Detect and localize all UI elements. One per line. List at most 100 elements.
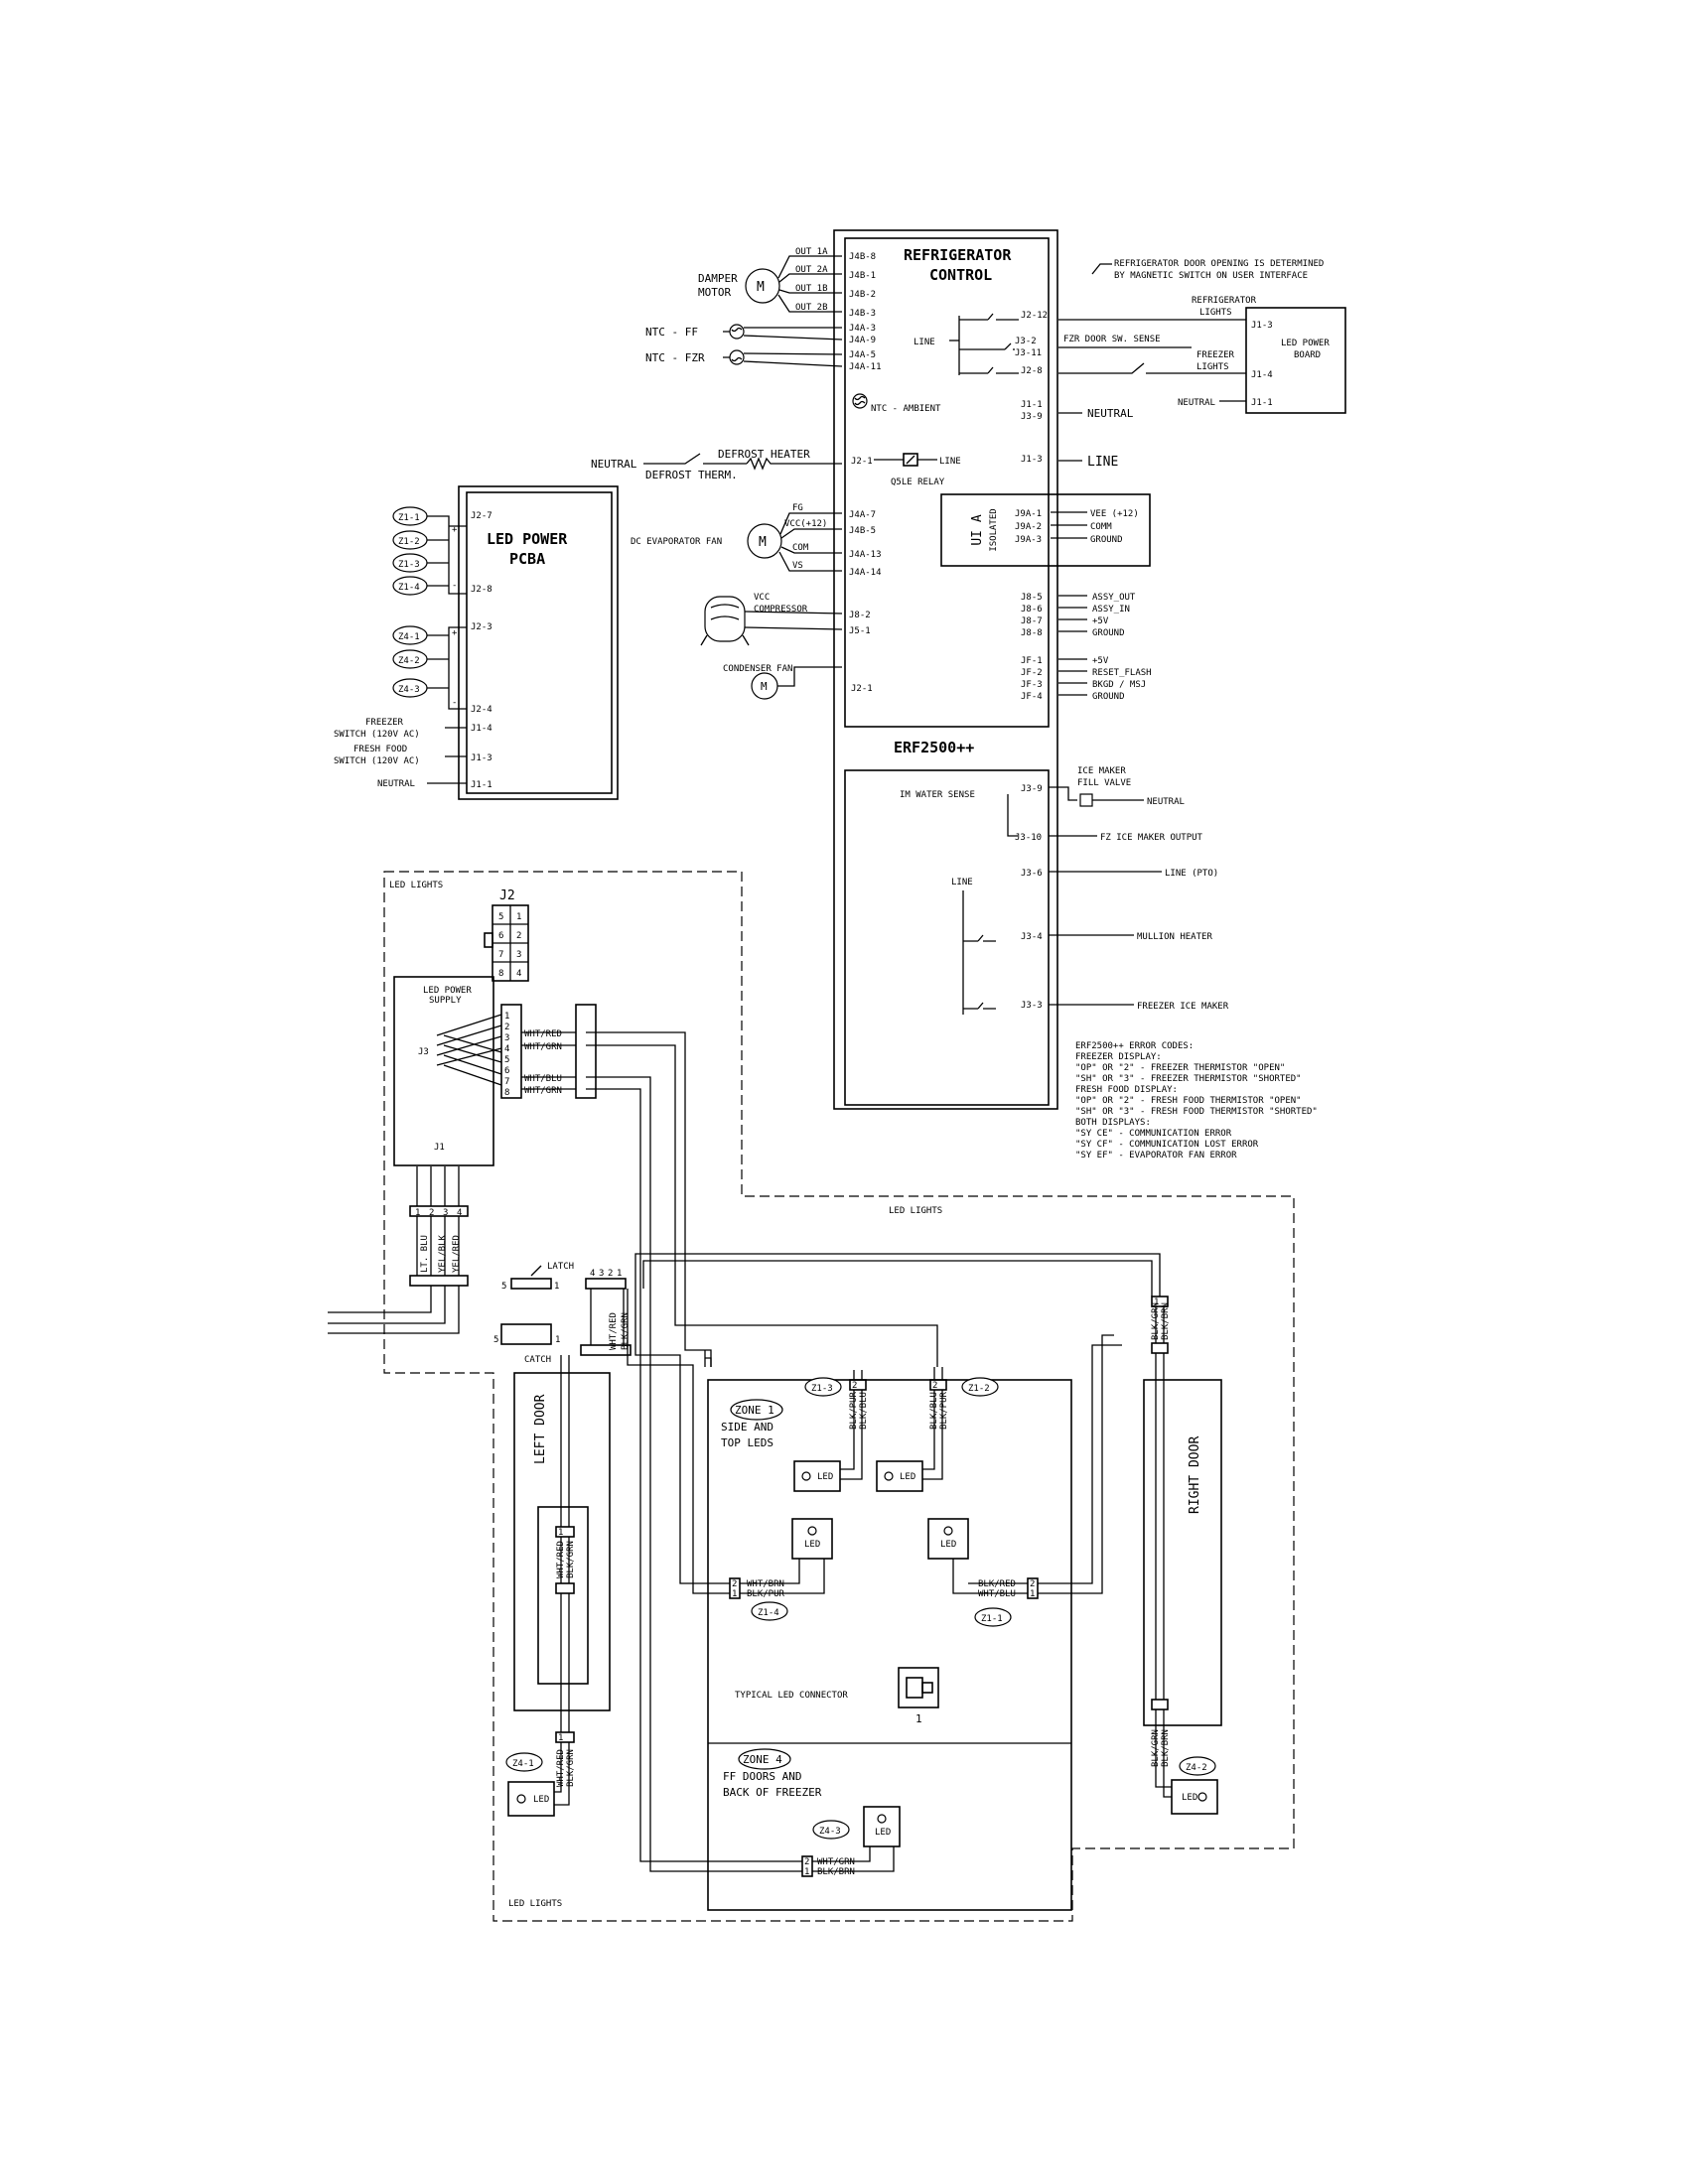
pcba-z4-3: Z4-3 <box>398 685 420 695</box>
latch-label: LATCH <box>547 1262 574 1272</box>
condenser-fan-m: M <box>761 680 768 693</box>
z1-1-led-text: LED <box>940 1540 956 1550</box>
error-line-4: "SH" OR "3" - FREEZER THERMISTOR "SHORTE… <box>1075 1074 1302 1084</box>
defrost-heater-label: DEFROST HEATER <box>718 448 810 461</box>
fz-ice-output: FZ ICE MAKER OUTPUT <box>1100 833 1203 843</box>
led-lights-label-2: LED LIGHTS <box>889 1206 942 1216</box>
pcba-minus-2: - <box>452 698 457 708</box>
ntc-ambient-label: NTC - AMBIENT <box>871 404 941 414</box>
ice-maker-board <box>844 769 1050 1106</box>
error-line-11: "SY EF" - EVAPORATOR FAN ERROR <box>1075 1151 1237 1160</box>
j1-n4: 4 <box>457 1208 462 1218</box>
z41-wire-2: BLK/GRN <box>566 1749 576 1787</box>
pin-j4a-11: J4A-11 <box>849 362 882 372</box>
pcba-minus-1: - <box>452 581 457 591</box>
ff-compartment <box>707 1379 1072 1911</box>
j2-label: J2 <box>499 888 515 903</box>
ff-switch-1: FRESH FOOD <box>353 745 407 754</box>
pin-j1-3: J1-3 <box>1021 455 1043 465</box>
z1-1-wire-1: BLK/RED <box>978 1579 1016 1589</box>
pin-j8-2: J8-2 <box>849 611 871 620</box>
z1-4-led <box>791 1518 833 1560</box>
z4-1-led <box>507 1781 555 1817</box>
error-line-3: "OP" OR "2" - FREEZER THERMISTOR "OPEN" <box>1075 1063 1285 1073</box>
fzr-lights-1: FREEZER <box>1196 350 1235 360</box>
j8-sig-5v: +5V <box>1092 616 1109 626</box>
z1-1-wire-2: WHT/BLU <box>978 1589 1016 1599</box>
latch-wire-blkgrn: BLK/GRN <box>621 1312 631 1350</box>
error-line-5: FRESH FOOD DISPLAY: <box>1075 1085 1178 1095</box>
ntc-ff-label: NTC - FF <box>645 326 698 339</box>
im-water-sense: IM WATER SENSE <box>900 790 975 800</box>
pcba-j2-3: J2-3 <box>471 622 492 632</box>
j2-pin-1: 1 <box>516 912 521 922</box>
j3-n8: 8 <box>504 1088 509 1098</box>
pcba-z1-2-tag <box>392 530 428 550</box>
jf-2: JF-2 <box>1021 668 1043 678</box>
z4-1-label: Z4-1 <box>512 1759 534 1769</box>
z1-1-led <box>927 1518 969 1560</box>
j2-pin-5: 5 <box>498 912 503 922</box>
j8-5: J8-5 <box>1021 593 1043 603</box>
ui-sig-comm: COMM <box>1090 522 1112 532</box>
pcba-j2-8: J2-8 <box>471 585 492 595</box>
pcba-z4-1-tag <box>392 625 428 645</box>
latch-n5: 5 <box>501 1282 506 1292</box>
j1-wire-yelred: YEL/RED <box>452 1235 462 1273</box>
pcba-z1-4: Z1-4 <box>398 583 420 593</box>
catch-label: CATCH <box>524 1355 551 1365</box>
led-pcba-inner <box>466 491 613 794</box>
evap-pin-vcc: VCC(+12) <box>784 519 827 529</box>
pin-j4a-5: J4A-5 <box>849 350 876 360</box>
j1-n3: 3 <box>443 1208 448 1218</box>
led-pcba-title-1: LED POWER <box>487 530 568 548</box>
z1-1-tag <box>974 1607 1012 1627</box>
fill-valve-2: FILL VALVE <box>1077 778 1131 788</box>
door-note-1: REFRIGERATOR DOOR OPENING IS DETERMINED <box>1114 259 1324 269</box>
z1-3-tag <box>804 1377 842 1397</box>
pcba-z4-2: Z4-2 <box>398 656 420 666</box>
ff-switch-2: SWITCH (120V AC) <box>334 756 420 766</box>
pin-j2-1-cond: J2-1 <box>851 684 873 694</box>
j1-connector <box>409 1205 469 1217</box>
freezer-ice-maker: FREEZER ICE MAKER <box>1137 1002 1229 1012</box>
ui-sig-vee: VEE (+12) <box>1090 509 1139 519</box>
z1-1-label: Z1-1 <box>981 1614 1003 1624</box>
pcba-z1-2: Z1-2 <box>398 537 420 547</box>
pcba-plus-1: + <box>452 525 458 535</box>
z4-1-led-text: LED <box>533 1795 549 1805</box>
zone4-line-1: FF DOORS AND <box>723 1770 801 1783</box>
pin-j4a-14: J4A-14 <box>849 568 882 578</box>
ntc-fzr-label: NTC - FZR <box>645 351 705 364</box>
j3-n4: 4 <box>504 1044 509 1054</box>
z1-3-n21: 2 <box>852 1381 857 1391</box>
left-door-n12: 1 <box>558 1528 563 1538</box>
jf-1: JF-1 <box>1021 656 1043 666</box>
ui-sig-ground: GROUND <box>1090 535 1123 545</box>
typical-connector-label: TYPICAL LED CONNECTOR <box>735 1691 848 1701</box>
supply-label-2: SUPPLY <box>429 996 462 1006</box>
led-board-title-1: LED POWER <box>1281 339 1330 348</box>
left-door-wire-2: BLK/GRN <box>566 1541 576 1578</box>
error-line-9: "SY CE" - COMMUNICATION ERROR <box>1075 1129 1232 1139</box>
z4-1-tag <box>505 1752 543 1772</box>
catch-n5: 5 <box>493 1335 498 1345</box>
pin-j2-12: J2-12 <box>1021 311 1048 321</box>
led-pcba-title-2: PCBA <box>509 550 545 568</box>
left-door-harness <box>537 1506 589 1685</box>
defrost-circuit: NEUTRAL DEFROST HEATER DEFROST THERM. <box>591 448 842 481</box>
out-1a: OUT 1A <box>795 247 828 257</box>
z1-2-led <box>876 1460 923 1492</box>
j3-n5: 5 <box>504 1055 509 1065</box>
pin-j4b-5: J4B-5 <box>849 526 876 536</box>
typical-connector <box>898 1667 939 1708</box>
ui-a-outline <box>940 493 1151 567</box>
ice-j3-9: J3-9 <box>1021 784 1043 794</box>
z1-4-n2: 2 <box>732 1579 737 1589</box>
z4-2-led-text: LED <box>1182 1793 1197 1803</box>
damper-label-1: DAMPER <box>698 272 738 285</box>
jf-sig-reset: RESET_FLASH <box>1092 668 1152 678</box>
z1-3-led <box>793 1460 841 1492</box>
control-outer-box <box>833 229 1058 1110</box>
j8-6: J8-6 <box>1021 605 1043 614</box>
